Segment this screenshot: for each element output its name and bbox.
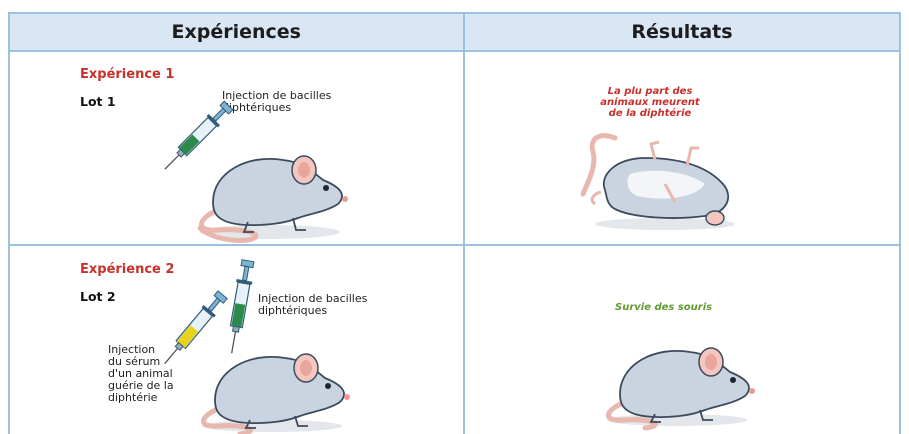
mouse-standing-icon: [188, 132, 358, 242]
row-1-result-cell: La plu part des animaux meurent de la di…: [465, 52, 899, 244]
lot-2-label: Lot 2: [80, 289, 116, 304]
header-experiments: Expériences: [10, 14, 464, 50]
experience-1-title: Expérience 1: [80, 67, 174, 82]
table-border-right: [899, 12, 901, 434]
header-results: Résultats: [465, 14, 899, 50]
row-1-experiment-cell: Expérience 1 Lot 1 Injection de bacilles…: [8, 52, 463, 244]
row-2-experiment-cell: Expérience 2 Lot 2 Injection de bacilles…: [8, 246, 463, 434]
experience-2-title: Expérience 2: [80, 262, 174, 277]
lot-1-label: Lot 1: [80, 94, 116, 109]
bacilli-injection-label-1: Injection de bacilles diphtériques: [222, 90, 331, 114]
mouse-injected-icon: [190, 332, 360, 432]
experiment-table: Expériences Résultats Expérience 1 Lot 1…: [8, 12, 901, 434]
row-2-result-cell: Survie des souris: [465, 246, 899, 434]
mouse-dead-icon: [575, 114, 755, 234]
mouse-survived-icon: [595, 326, 765, 426]
result-2-text: Survie des souris: [615, 302, 712, 313]
